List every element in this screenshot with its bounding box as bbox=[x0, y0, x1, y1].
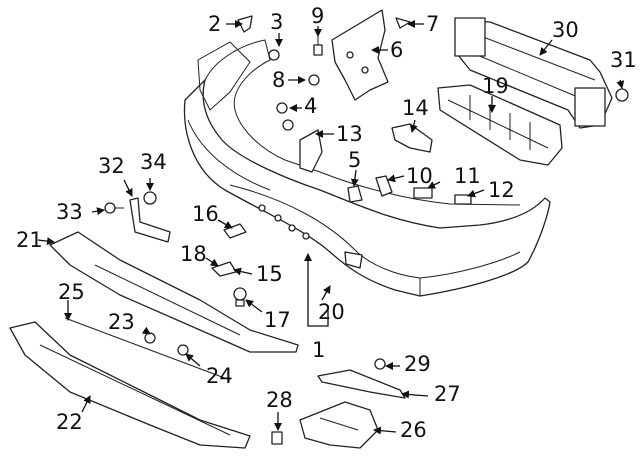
callout-22: 22 bbox=[56, 410, 83, 434]
bracket-32 bbox=[129, 197, 171, 243]
callout-12: 12 bbox=[488, 178, 515, 202]
strip-27 bbox=[317, 369, 406, 399]
reflector-5 bbox=[347, 185, 363, 203]
callout-25: 25 bbox=[58, 280, 85, 304]
callout-1: 1 bbox=[312, 338, 326, 362]
pad-16 bbox=[223, 223, 247, 239]
bracket-13 bbox=[299, 129, 323, 173]
callout-16: 16 bbox=[192, 202, 219, 226]
clip-10 bbox=[375, 175, 393, 197]
housing-26 bbox=[299, 401, 379, 449]
callout-14: 14 bbox=[402, 96, 429, 120]
callout-23: 23 bbox=[108, 310, 135, 334]
callout-11: 11 bbox=[454, 164, 481, 188]
fasteners bbox=[104, 15, 629, 445]
callout-8: 8 bbox=[272, 68, 286, 92]
bracket-14 bbox=[391, 123, 433, 153]
callout-2: 2 bbox=[208, 12, 222, 36]
lower-valance bbox=[49, 231, 299, 353]
callout-7: 7 bbox=[426, 12, 440, 36]
callout-34: 34 bbox=[140, 150, 167, 174]
callout-9: 9 bbox=[311, 4, 325, 28]
callout-33: 33 bbox=[56, 200, 83, 224]
callout-4: 4 bbox=[304, 94, 318, 118]
callout-6: 6 bbox=[390, 38, 404, 62]
reinforcement-beam bbox=[454, 17, 613, 129]
callout-19: 19 bbox=[482, 74, 509, 98]
callout-32: 32 bbox=[98, 154, 125, 178]
callout-15: 15 bbox=[256, 262, 283, 286]
callout-3: 3 bbox=[270, 10, 284, 34]
side-bracket bbox=[331, 9, 389, 101]
callout-29: 29 bbox=[404, 352, 431, 376]
callout-10: 10 bbox=[406, 164, 433, 188]
callout-5: 5 bbox=[348, 148, 362, 172]
clip-12 bbox=[454, 194, 472, 205]
callout-27: 27 bbox=[434, 382, 461, 406]
callout-18: 18 bbox=[180, 242, 207, 266]
callout-31: 31 bbox=[610, 48, 637, 72]
skid-plate bbox=[9, 321, 251, 449]
callout-20: 20 bbox=[318, 300, 345, 324]
callout-21: 21 bbox=[16, 228, 43, 252]
callout-28: 28 bbox=[266, 388, 293, 412]
callout-17: 17 bbox=[264, 308, 291, 332]
callout-30: 30 bbox=[552, 18, 579, 42]
impact-absorber bbox=[437, 84, 563, 166]
callout-13: 13 bbox=[336, 122, 363, 146]
callout-26: 26 bbox=[400, 418, 427, 442]
leader-lines bbox=[37, 20, 625, 435]
callout-24: 24 bbox=[206, 364, 233, 388]
molding-strip bbox=[64, 317, 231, 381]
clip-11 bbox=[413, 187, 433, 199]
